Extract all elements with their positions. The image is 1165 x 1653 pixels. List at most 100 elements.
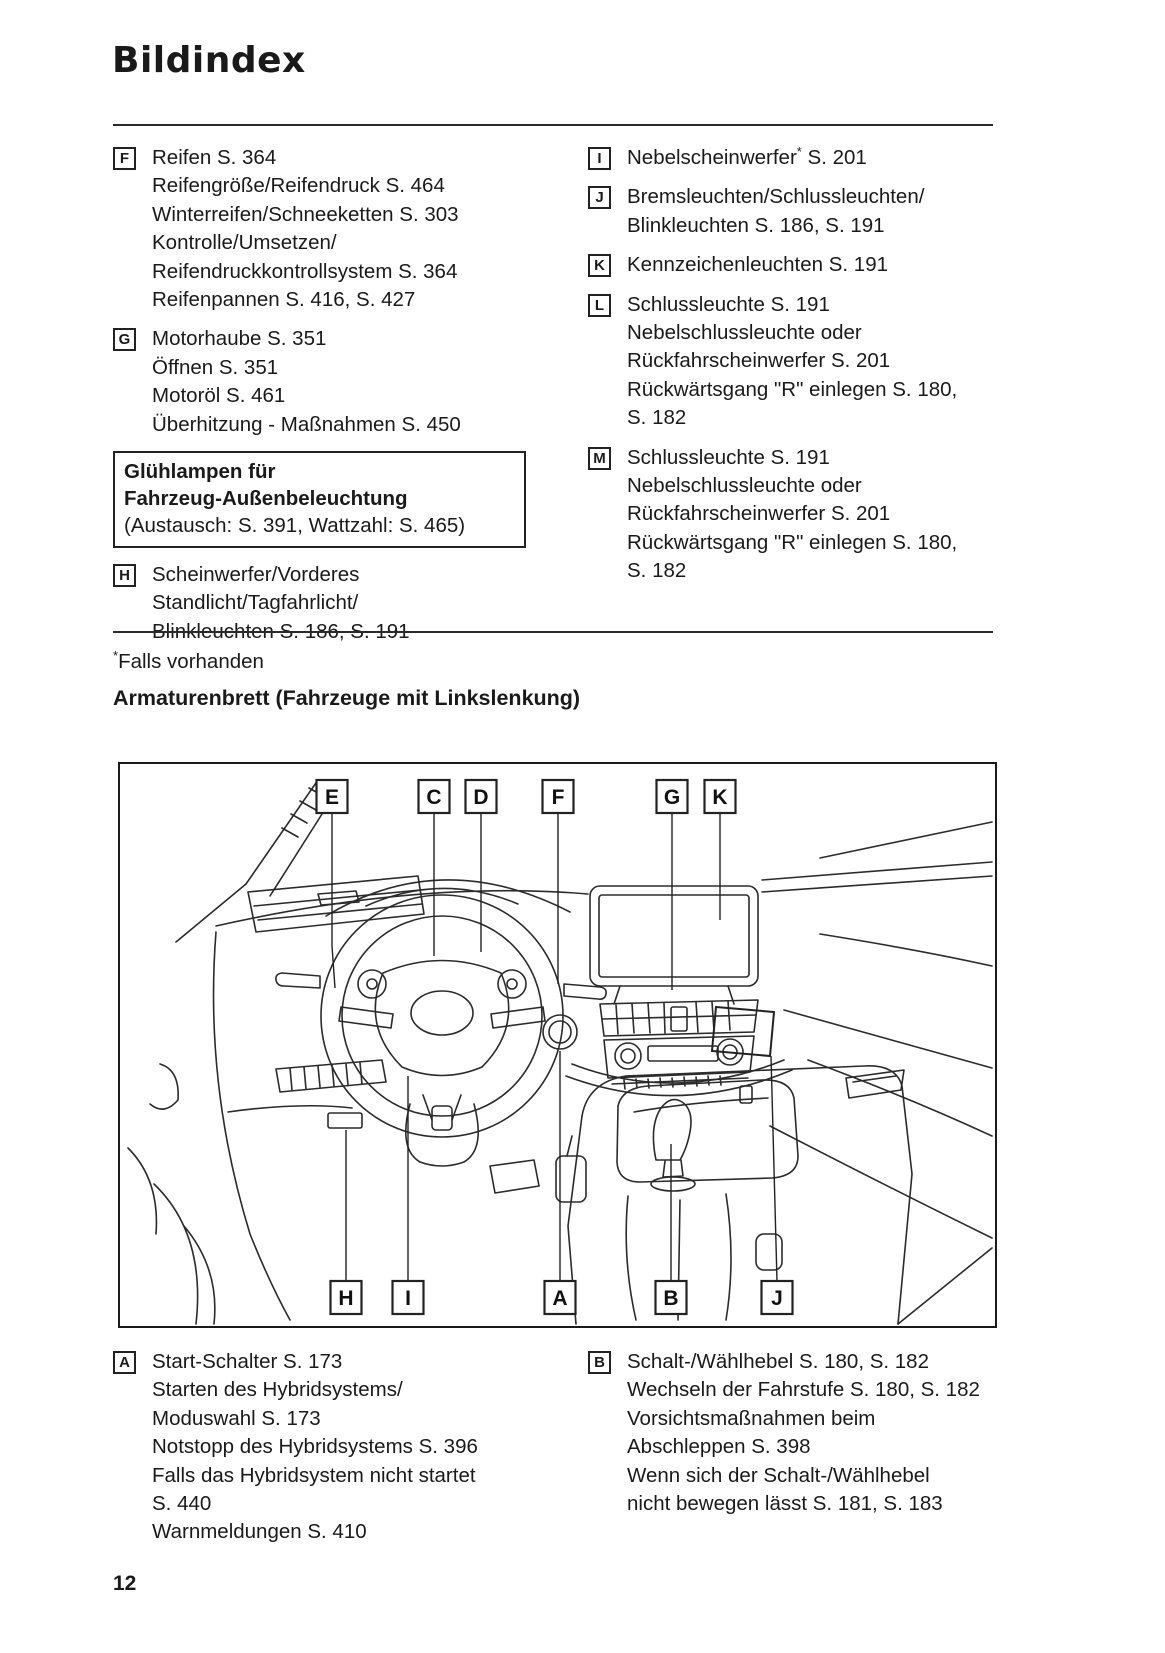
switch-panel-slots (289, 1062, 363, 1091)
entry-letter-badge: J (588, 186, 611, 210)
wheel-button-right (497, 969, 527, 999)
entry-line: Vorsichtsmaßnahmen beim (627, 1406, 876, 1430)
entry-line: Blinkleuchten S. 186, S. 191 (627, 213, 885, 237)
lower-spoke-badge (431, 1105, 453, 1131)
footrest (489, 1159, 540, 1194)
shifter-surround-line (633, 1097, 769, 1113)
audio-knob-left (614, 1042, 642, 1070)
entry-line: Reifendruckkontrollsystem S. 364 (152, 259, 458, 283)
diagram-label-J: J (760, 1279, 794, 1316)
wheel-button-left-dot (366, 978, 378, 990)
page-number: 12 (113, 1572, 137, 1595)
diagram-label-H: H (329, 1279, 363, 1316)
entry-line: S. 182 (627, 406, 687, 430)
center-vent-divider (601, 1014, 757, 1020)
instrument-cluster (365, 887, 519, 907)
entry-letter-badge: F (113, 147, 136, 170)
dash-face-right (819, 933, 993, 967)
diagram-label-D: D (464, 778, 498, 815)
leader-line-E (331, 813, 336, 989)
svg-text:A: A (552, 1287, 567, 1310)
entry-line: Bremsleuchten/Schlussleuchten/ (627, 185, 925, 209)
svg-text:F: F (552, 786, 565, 809)
entry-text: S. 201 (801, 146, 867, 169)
diagram-labels: E C D F G (315, 778, 794, 1316)
diagram-label-B: B (654, 1279, 688, 1316)
dashboard-line-art: E C D F G (127, 778, 993, 1325)
diagram-label-G: G (655, 778, 689, 815)
audio-display (647, 1045, 719, 1062)
index-entry-I: I Nebelscheinwerfer* S. 201 (588, 144, 1058, 172)
diagram-label-A: A (543, 1279, 577, 1316)
entry-line: Falls das Hybridsystem nicht startet (152, 1463, 476, 1487)
page-title: Bildindex (112, 40, 306, 81)
a-pillar-hatch (281, 787, 326, 838)
entry-line: Starten des Hybridsystems/ (152, 1378, 403, 1402)
start-switch-inner (548, 1020, 572, 1044)
lower-spoke (422, 1094, 462, 1121)
bulb-info-box: Glühlampen für Fahrzeug-Außenbeleuchtung… (113, 451, 526, 549)
entry-line: Rückfahrscheinwerfer S. 201 (627, 502, 891, 526)
under-dash-button (327, 1112, 363, 1129)
switch-panel (275, 1059, 387, 1093)
airbag-pad (374, 959, 510, 1077)
bulb-box-bold-line: Fahrzeug-Außenbeleuchtung (124, 487, 408, 511)
right-stalk (563, 983, 607, 1000)
audio-button-strip (611, 1077, 749, 1085)
entry-line: Abschleppen S. 398 (627, 1435, 811, 1459)
entry-line: Moduswahl S. 173 (152, 1406, 321, 1430)
audio-knob-left-inner (620, 1048, 636, 1064)
entry-letter-badge: B (588, 1351, 611, 1374)
right-dash-contours (769, 1009, 993, 1325)
divider-middle (113, 631, 993, 633)
index-entry-A: A Start-Schalter S. 173 Starten des Hybr… (113, 1348, 575, 1547)
diagram-label-E: E (315, 778, 349, 815)
entry-line: Motorhaube S. 351 (152, 327, 327, 351)
svg-text:E: E (325, 786, 339, 809)
center-stack-waterfall (565, 1059, 793, 1097)
entry-line: nicht bewegen lässt S. 181, S. 183 (627, 1492, 943, 1516)
index-column-bottom-left: A Start-Schalter S. 173 Starten des Hybr… (113, 1348, 575, 1558)
svg-text:K: K (712, 786, 727, 809)
left-vent (247, 875, 425, 933)
dashboard-heading: Armaturenbrett (Fahrzeuge mit Linkslenku… (113, 686, 581, 710)
entry-line: Wechseln der Fahrstufe S. 180, S. 182 (627, 1378, 980, 1402)
entry-letter-badge: G (113, 328, 136, 352)
touchscreen-bezel (589, 885, 759, 987)
entry-letter-badge: H (113, 564, 136, 588)
windshield-edge-right (819, 821, 993, 859)
index-column-left: F Reifen S. 364 Reifengröße/Reifendruck … (113, 144, 575, 657)
audio-callout-box (710, 1005, 776, 1058)
entry-line: Standlicht/Tagfahrlicht/ (152, 591, 359, 615)
bulb-box-bold-line: Glühlampen für (124, 460, 276, 484)
wheel-button-left (357, 969, 387, 999)
footnote-marker: * (796, 144, 802, 160)
index-entry-K: K Kennzeichenleuchten S. 191 (588, 251, 1058, 279)
dash-trim-right (761, 861, 993, 893)
a-pillar-line (245, 779, 319, 885)
steering-wheel-inner (341, 915, 543, 1117)
footnote-marker: * (113, 648, 119, 664)
entry-line: Reifengröße/Reifendruck S. 464 (152, 174, 445, 198)
entry-line: Überhitzung - Maßnahmen S. 450 (152, 412, 461, 436)
entry-line: S. 182 (627, 559, 687, 583)
touchscreen (598, 894, 750, 978)
entry-line: Start-Schalter S. 173 (152, 1350, 343, 1373)
entry-line: Schalt-/Wählhebel S. 180, S. 182 (627, 1350, 929, 1373)
index-entry-M: M Schlussleuchte S. 191 Nebelschlussleuc… (588, 444, 1058, 586)
entry-text: Nebelscheinwerfer (627, 146, 797, 169)
entry-letter-badge: I (588, 147, 611, 170)
left-stalk (275, 972, 321, 989)
dashboard-diagram: E C D F G (118, 762, 997, 1328)
cluster-hood (325, 879, 571, 917)
diagram-label-F: F (541, 778, 575, 815)
diagram-label-K: K (703, 778, 737, 815)
entry-line: Rückwärtsgang "R" einlegen S. 180, (627, 377, 958, 401)
shifter-surround (616, 1079, 799, 1183)
entry-line: Nebelscheinwerfer* S. 201 (627, 144, 1058, 172)
entry-line: Motoröl S. 461 (152, 384, 286, 408)
shift-lever-knob (652, 1098, 692, 1161)
divider-top (113, 124, 993, 126)
entry-line: Nebelschlussleuchte oder (627, 321, 862, 345)
